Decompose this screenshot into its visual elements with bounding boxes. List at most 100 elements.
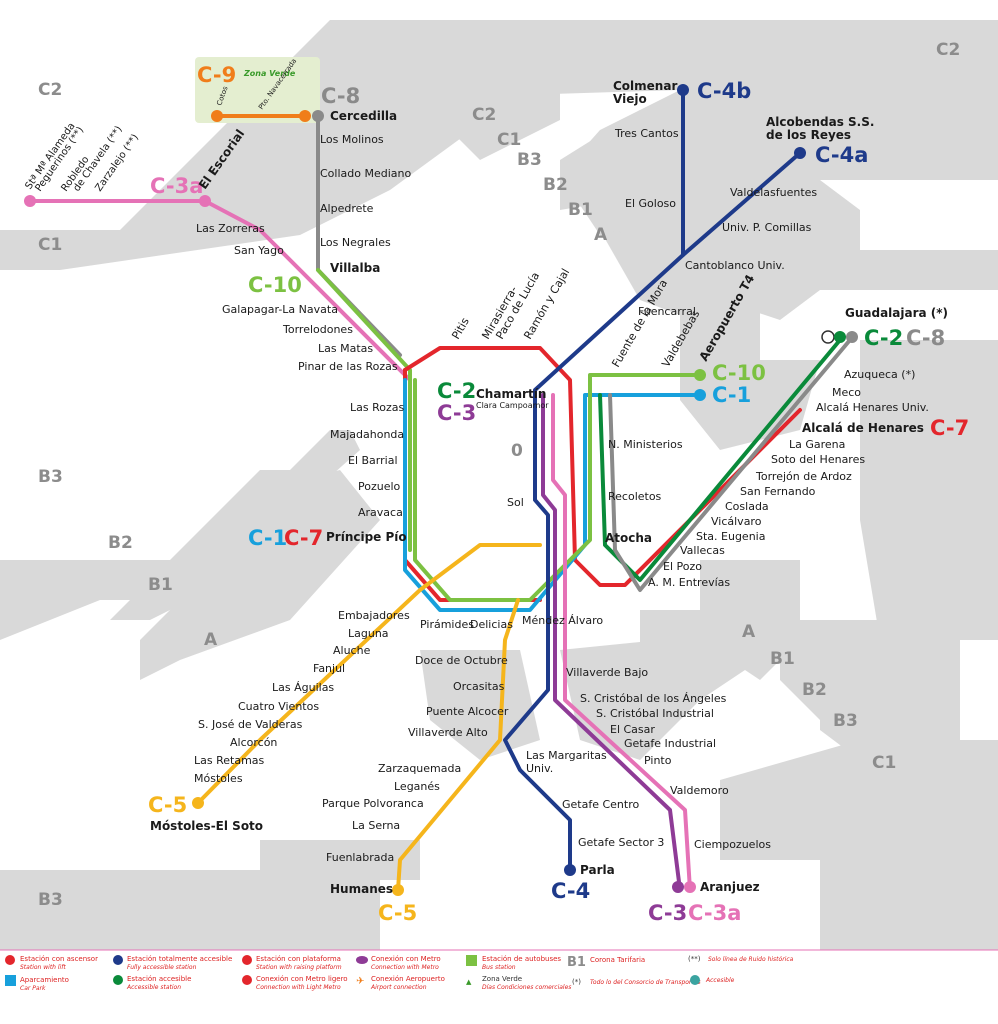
legend-aparcamiento: Aparcamiento [20, 976, 69, 984]
zone-b1: B1 [148, 575, 173, 595]
accessible-teal-icon [690, 975, 700, 985]
station-margaritas-univ: Univ. [526, 762, 553, 775]
station-san-fernando: San Fernando [740, 485, 816, 498]
zone-b3: B3 [38, 890, 63, 910]
zona-verde-label: Zona Verde [243, 69, 296, 78]
station-embajadores: Embajadores [338, 609, 410, 622]
legend-accesible: Estación totalmente accesible [127, 955, 232, 963]
line-c5-south [396, 598, 520, 892]
station-la-serna: La Serna [352, 819, 400, 832]
accessible-icon [113, 955, 123, 965]
line-labels: C-8 C-3a C-10 C-4b C-4a C-2 C-8 C-10 C-1… [148, 79, 969, 925]
line-c5-west [196, 543, 542, 805]
legend-aparcamiento-en: Car Park [20, 985, 46, 992]
station-piramides: Pirámides [420, 618, 474, 631]
station-leganes: Leganés [394, 780, 440, 793]
metro-icon [356, 956, 368, 964]
zone-c2: C2 [472, 105, 496, 125]
station-las-retamas: Las Retamas [194, 754, 265, 767]
zone-b3: B3 [517, 150, 542, 170]
legend-corona: Corona Tarifaria [590, 956, 645, 964]
station-alcobendas: Alcobendas S.S. [766, 115, 874, 129]
station-san-yago: San Yago [234, 244, 284, 257]
station-sta-eugenia: Sta. Eugenia [696, 530, 765, 543]
zone-a: A [204, 630, 218, 650]
legend-metro-en: Connection with Metro [371, 964, 439, 971]
zone-a: A [594, 225, 608, 245]
station-coslada: Coslada [725, 500, 769, 513]
legend-historica: Solo línea de Ruido histórica [708, 956, 794, 963]
station-univ-comillas: Univ. P. Comillas [722, 221, 812, 234]
legend-autobuses-en: Bus station [482, 964, 516, 971]
station-cristobal-industrial: S. Cristóbal Industrial [596, 707, 714, 720]
airport-icon: ✈ [356, 976, 364, 987]
line-c4a-path [681, 151, 802, 257]
line-label-c8: C-8 [906, 326, 945, 350]
station-laguna: Laguna [348, 627, 389, 640]
station-parla: Parla [580, 863, 615, 877]
station-galapagar: Galapagar-La Navata [222, 303, 338, 316]
station-zarzaquemada: Zarzaquemada [378, 762, 461, 775]
legend-accesible2-en: Accessible station [126, 984, 181, 991]
station-el-barrial: El Barrial [348, 454, 398, 467]
station-ciempozuelos: Ciempozuelos [694, 838, 771, 851]
station-sol: Sol [507, 496, 524, 509]
station-torrelodones: Torrelodones [282, 323, 353, 336]
station-valdelasfuentes: Valdelasfuentes [730, 186, 817, 199]
station-tres-cantos: Tres Cantos [614, 127, 679, 140]
line-label-c3: C-3 [437, 401, 476, 425]
zone-b3: B3 [833, 711, 858, 731]
zona-verde-icon: ▲ [466, 978, 472, 986]
station-humanes: Humanes [330, 882, 393, 896]
line-c4-path [503, 88, 685, 872]
legend-zona-verde-en: Días Condiciones comerciales [482, 984, 571, 991]
station-n-ministerios: N. Ministerios [608, 438, 683, 451]
station-alcorcon: Alcorcón [230, 736, 277, 749]
line-label-c4a: C-4a [815, 143, 868, 167]
legend-aeropuerto-en: Airport connection [370, 984, 427, 991]
station-doce-octubre: Doce de Octubre [415, 654, 508, 667]
legend-metro: Conexión con Metro [371, 955, 441, 963]
station-las-matas: Las Matas [318, 342, 373, 355]
zone-c1: C1 [497, 130, 521, 150]
station-pitis: Pitis [449, 315, 472, 341]
station-soto-henares: Soto del Henares [771, 453, 865, 466]
station-getafe-sector3: Getafe Sector 3 [578, 836, 664, 849]
station-pinto: Pinto [644, 754, 672, 767]
station-vicalvaro: Vicálvaro [711, 515, 762, 528]
station-las-rozas: Las Rozas [350, 401, 404, 414]
station-delicias: Delicias [470, 618, 513, 631]
light-metro-icon [242, 975, 252, 985]
station-mendez-alvaro: Méndez Álvaro [522, 614, 603, 627]
station-jose-valderas: S. José de Valderas [198, 718, 303, 731]
line-label-c3a: C-3a [688, 901, 741, 925]
zone-0: 0 [511, 441, 523, 461]
zone-c1: C1 [872, 753, 896, 773]
station-villaverde-alto: Villaverde Alto [408, 726, 488, 739]
station-majadahonda: Majadahonda [330, 428, 404, 441]
station-los-molinos: Los Molinos [320, 133, 384, 146]
station-las-aguilas: Las Águilas [272, 681, 334, 694]
legend-asequible: Accesible [705, 977, 735, 984]
legend-zona-verde: Zona Verde [482, 975, 522, 983]
line-label-c3: C-3 [648, 901, 687, 925]
station-mostoles-el-soto: Móstoles-El Soto [150, 819, 263, 833]
station-alcala-univ: Alcalá Henares Univ. [816, 401, 929, 414]
zone-c1: C1 [38, 235, 62, 255]
zone-b2: B2 [108, 533, 133, 553]
station-collado-mediano: Collado Mediano [320, 167, 411, 180]
line-label-c1: C-1 [712, 383, 751, 407]
line-c3-path [541, 393, 682, 892]
zone-c2: C2 [936, 40, 960, 60]
line-label-c5: C-5 [148, 793, 187, 817]
station-el-goloso: El Goloso [625, 197, 676, 210]
station-parque-polvoranca: Parque Polvoranca [322, 797, 424, 810]
platform-icon [242, 955, 252, 965]
line-label-c5: C-5 [378, 901, 417, 925]
line-label-c2: C-2 [864, 326, 903, 350]
line-label-c8: C-8 [321, 84, 360, 108]
line-label-c7: C-7 [284, 526, 323, 550]
legend-plataforma-en: Station with raising platform [256, 964, 342, 971]
station-fuenlabrada: Fuenlabrada [326, 851, 394, 864]
